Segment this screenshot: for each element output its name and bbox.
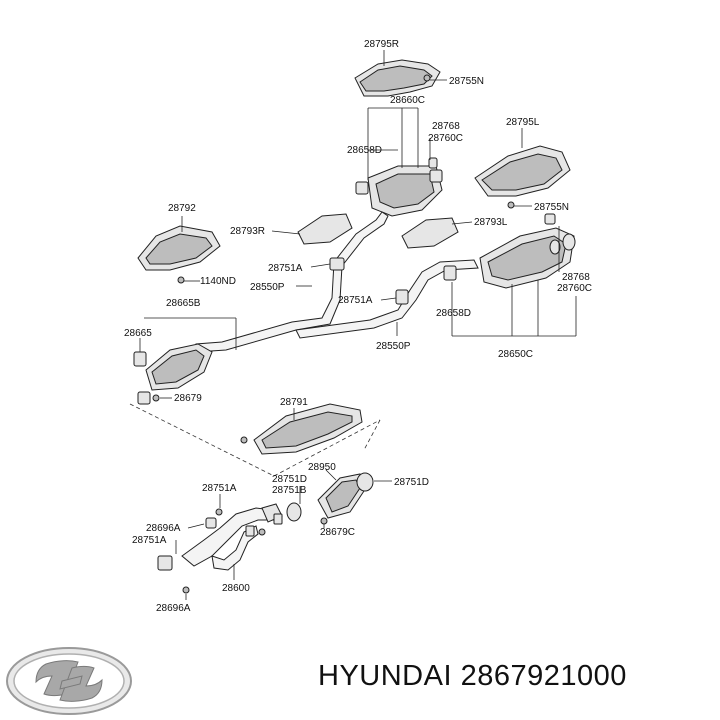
label-28679c: 28679C <box>320 527 355 538</box>
label-28665: 28665 <box>124 328 152 339</box>
connection-dashed-outline <box>129 403 381 477</box>
catalytic-converter-28950 <box>286 472 374 525</box>
label-28792: 28792 <box>168 203 196 214</box>
label-28665b: 28665B <box>166 298 201 309</box>
label-28679: 28679 <box>174 393 202 404</box>
label-28795r: 28795R <box>364 39 399 50</box>
label-28550p-1: 28550P <box>250 282 285 293</box>
label-28793r: 28793R <box>230 226 265 237</box>
center-muffler-28660c <box>355 165 443 217</box>
label-28751d-a: 28751D <box>272 474 307 485</box>
label-28751a-3: 28751A <box>202 483 237 494</box>
label-28755n-top: 28755N <box>449 76 484 87</box>
rear-muffler-28650c <box>479 227 576 289</box>
hyundai-logo <box>6 647 132 715</box>
label-28751a-1: 28751A <box>268 263 303 274</box>
hanger-28768-top <box>428 157 438 169</box>
heat-shield-28793r <box>297 213 353 245</box>
label-28755n-right: 28755N <box>534 202 569 213</box>
label-28650c: 28650C <box>498 349 533 360</box>
label-28793l: 28793L <box>474 217 508 228</box>
heat-shield-28795r <box>354 59 441 97</box>
label-28760c-top: 28760C <box>428 133 463 144</box>
part-labels: 28795R 28755N 28660C 28768 28760C 28658D… <box>124 39 592 614</box>
label-28751d-b: 28751D <box>394 477 429 488</box>
label-28696a-2: 28696A <box>156 603 191 614</box>
heat-shield-28792 <box>137 225 221 271</box>
heat-shield-28791 <box>240 403 363 455</box>
label-1140nd: 1140ND <box>200 276 236 287</box>
bolt-28755n-right <box>507 201 515 209</box>
part-number: 2867921000 <box>460 660 627 692</box>
label-28768-top: 28768 <box>432 121 460 132</box>
label-28550p-2: 28550P <box>376 341 411 352</box>
front-pipe-28600 <box>157 503 283 594</box>
label-28660c: 28660C <box>390 95 425 106</box>
label-28795l: 28795L <box>506 117 540 128</box>
label-28751a-2: 28751A <box>338 295 373 306</box>
bolt-28755n-top <box>423 74 431 82</box>
label-28760c-right: 28760C <box>557 283 592 294</box>
label-28950: 28950 <box>308 462 336 473</box>
label-28751a-4: 28751A <box>132 535 167 546</box>
brand-name: HYUNDAI <box>318 660 453 692</box>
brand-part-number-caption: HYUNDAI 2867921000 <box>318 660 627 693</box>
bolt-1140nd <box>177 276 185 284</box>
leader-lines <box>139 50 577 600</box>
hanger-28658d-right <box>443 265 457 281</box>
label-28658d-right: 28658D <box>436 308 471 319</box>
heat-shield-28795l <box>474 145 571 197</box>
label-28696a-1: 28696A <box>146 523 181 534</box>
hanger-28768-right <box>544 213 556 225</box>
exhaust-pipe <box>195 211 479 353</box>
label-28791: 28791 <box>280 397 308 408</box>
label-28658d-top: 28658D <box>347 145 382 156</box>
label-28768-right: 28768 <box>562 272 590 283</box>
heat-shield-28793l <box>401 217 459 249</box>
label-28600: 28600 <box>222 583 250 594</box>
label-28751b: 28751B <box>272 485 307 496</box>
